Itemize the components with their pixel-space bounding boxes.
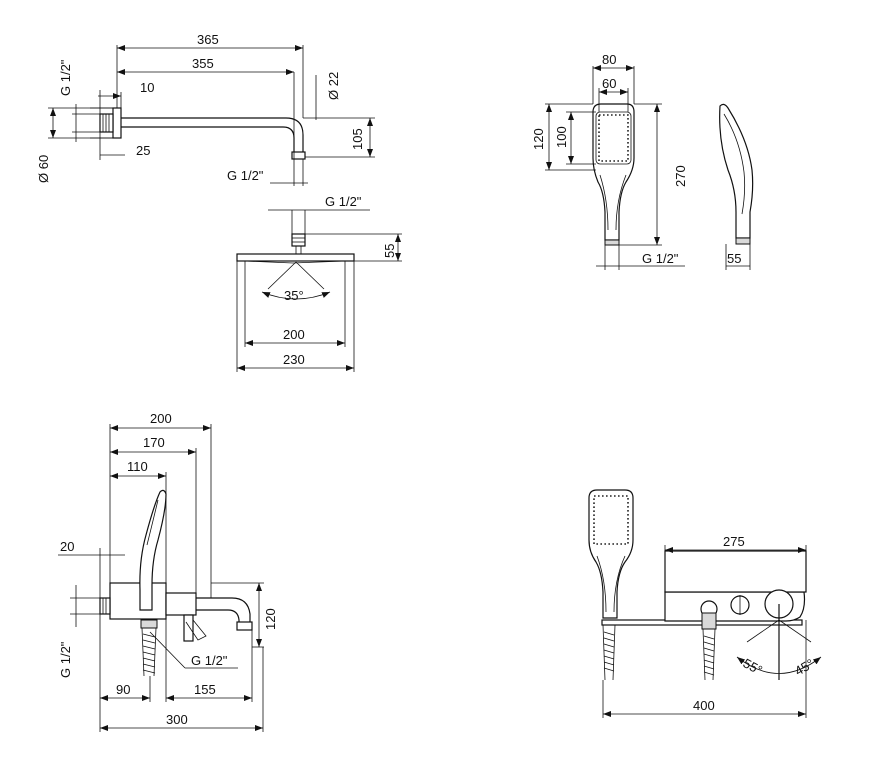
hand-shower-front-view: 80 60 120 100 270 G 1/2" [531, 52, 688, 270]
mixer-side-spout [196, 597, 251, 622]
mixer-front-hose [702, 628, 716, 681]
label-365: 365 [197, 32, 219, 47]
label-mixer-120: 120 [263, 608, 278, 630]
hand-shower-side-body [719, 103, 754, 239]
hand-shower-body [592, 103, 635, 241]
label-front-275: 275 [723, 534, 745, 549]
label-front-400: 400 [693, 698, 715, 713]
hand-shower-nozzles [598, 114, 629, 162]
mixer-front-hand-shower [588, 489, 634, 619]
mixer-side-wall-plate [109, 582, 167, 620]
label-mixer-110: 110 [127, 459, 148, 474]
label-105: 105 [350, 128, 365, 150]
label-hand-side-55: 55 [727, 251, 741, 266]
label-head-angle: 35° [284, 288, 304, 303]
head-connector [291, 233, 306, 247]
hand-shower-side-view: 55 [719, 103, 754, 270]
arm-wall-flange [112, 107, 122, 139]
mixer-side-valve [165, 592, 197, 616]
label-g12-head: G 1/2" [325, 194, 362, 209]
label-g12-arm-left: G 1/2" [58, 59, 73, 96]
arm-outlet-nut [291, 151, 306, 160]
label-g12-arm-bottom: G 1/2" [227, 168, 264, 183]
label-d22: Ø 22 [326, 72, 341, 100]
label-mixer-g12-right: G 1/2" [191, 653, 228, 668]
label-head-230: 230 [283, 352, 305, 367]
label-mixer-170: 170 [143, 435, 165, 450]
hand-shower-side-connector [735, 237, 751, 245]
label-25: 25 [136, 143, 150, 158]
arm-thread [99, 113, 114, 133]
label-mixer-200: 200 [150, 411, 172, 426]
label-hand-270: 270 [673, 165, 688, 187]
label-mixer-90: 90 [116, 682, 130, 697]
mixer-front-panel-top [664, 550, 807, 593]
label-hand-100: 100 [554, 126, 569, 148]
label-hand-120: 120 [531, 128, 546, 150]
shower-arm-view: 365 355 10 25 G 1/2" Ø 60 Ø 22 105 G 1/2… [36, 32, 375, 186]
label-front-45: 45° [792, 656, 817, 679]
label-mixer-g12-left: G 1/2" [58, 641, 73, 678]
head-plate [236, 253, 355, 262]
label-head-55: 55 [382, 244, 397, 258]
label-mixer-300: 300 [166, 712, 188, 727]
label-hand-g12: G 1/2" [642, 251, 679, 266]
shower-head-view: 35° G 1/2" 55 200 230 [236, 194, 402, 372]
mixer-front-view: 55° 45° 275 400 [588, 489, 822, 718]
label-front-55: 55° [741, 655, 765, 677]
mixer-side-diverter [183, 614, 194, 642]
label-mixer-155: 155 [194, 682, 216, 697]
mixer-side-thread [99, 597, 111, 615]
label-d60: Ø 60 [36, 155, 51, 183]
label-10: 10 [140, 80, 154, 95]
mixer-front-nozzles [593, 495, 629, 545]
label-355: 355 [192, 56, 214, 71]
label-hand-60: 60 [602, 76, 616, 91]
hand-shower-connector [604, 239, 620, 246]
label-head-200: 200 [283, 327, 305, 342]
label-hand-80: 80 [602, 52, 616, 67]
label-mixer-20: 20 [60, 539, 74, 554]
mixer-side-view: 200 170 110 20 G 1/2" G 1/2" 120 90 155 … [58, 411, 278, 732]
mixer-side-hose [141, 627, 157, 677]
